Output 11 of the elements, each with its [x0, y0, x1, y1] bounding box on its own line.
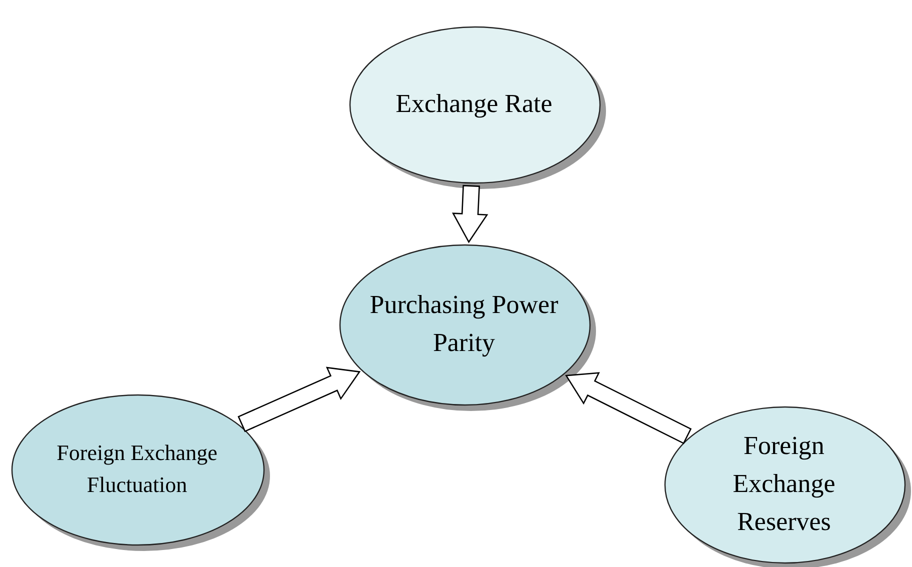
oval-node	[338, 243, 598, 413]
node-label: Purchasing Power Parity	[369, 289, 559, 359]
oval-node	[663, 405, 912, 567]
block-arrow	[565, 372, 692, 444]
block-arrow	[452, 184, 488, 244]
block-arrow	[238, 366, 361, 432]
node-label: Foreign Exchange Fluctuation	[56, 439, 218, 499]
node-label: Exchange Rate	[394, 88, 554, 120]
oval-node	[10, 393, 272, 553]
oval-node	[348, 25, 608, 191]
node-label: Foreign Exchange Reserves	[732, 430, 836, 538]
